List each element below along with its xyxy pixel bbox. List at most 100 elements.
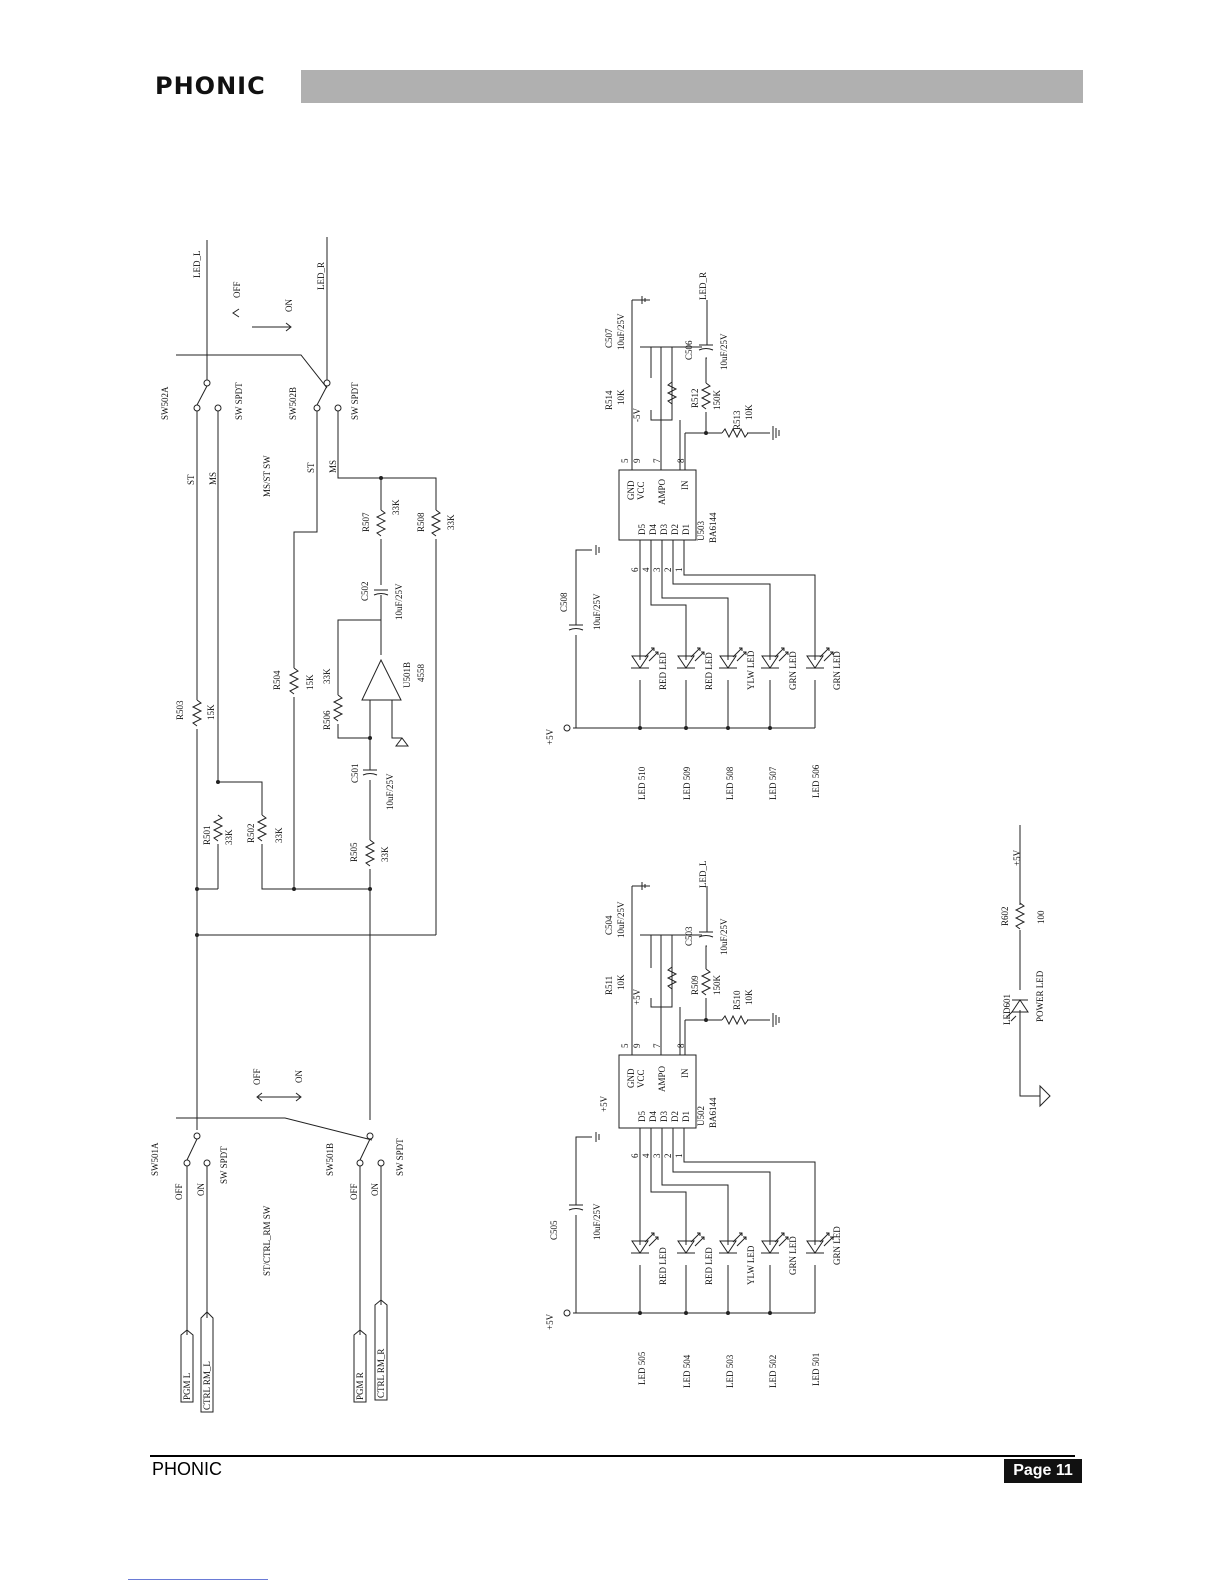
label-sw501a: SW501A	[150, 1142, 160, 1176]
label-plus5v-u502-top: +5V	[632, 988, 642, 1005]
label-led503: LED 503	[725, 1354, 735, 1388]
label-st-2: ST	[306, 462, 316, 473]
label-ctrl-rm-r: CTRL RM_R	[376, 1349, 386, 1398]
label-pin9-u502: 9	[632, 1043, 642, 1048]
label-r507: R507	[361, 512, 371, 532]
label-r507-val: 33K	[391, 499, 401, 515]
label-r504-val: 15K	[305, 674, 315, 690]
label-d3-u503: D3	[659, 524, 669, 535]
label-r503: R503	[175, 700, 185, 720]
label-ms-2: MS	[328, 460, 338, 473]
label-r506: R506	[322, 710, 332, 730]
label-pin5-u502: 5	[620, 1043, 630, 1048]
label-led505: LED 505	[637, 1351, 647, 1385]
label-led-r-net: LED_R	[698, 272, 708, 300]
label-r510-val: 10K	[744, 989, 754, 1005]
bottom-link-underline	[128, 1579, 268, 1580]
label-pgm-r: PGM R	[355, 1372, 365, 1400]
header-bar	[153, 70, 1083, 103]
logo-box	[153, 70, 301, 103]
label-grn-led-502: GRN LED	[788, 1236, 798, 1275]
label-pin2-u503: 2	[663, 568, 673, 573]
label-c508: C508	[559, 592, 569, 612]
meter-left	[563, 882, 834, 1317]
label-pin3-u503: 3	[652, 567, 662, 572]
label-off-top: OFF	[232, 281, 242, 298]
label-c502-val: 10uF/25V	[394, 583, 404, 620]
label-r501-val: 33K	[224, 829, 234, 845]
label-led501: LED 501	[811, 1353, 821, 1386]
label-ylw-led-508: YLW LED	[746, 650, 756, 690]
label-red-led-509: RED LED	[704, 652, 714, 690]
label-sw501a-off: OFF	[174, 1183, 184, 1200]
label-pin4-u502: 4	[641, 1153, 651, 1158]
label-r502-val: 33K	[274, 827, 284, 843]
footer-rule	[150, 1455, 1075, 1457]
label-plus5v-power: +5V	[1012, 849, 1022, 866]
label-pin6-u503: 6	[630, 567, 640, 572]
label-pin8-u503: 8	[676, 458, 686, 463]
label-r514: R514	[604, 390, 614, 410]
label-sw501b-on: ON	[370, 1183, 380, 1196]
label-d2-u502: D2	[670, 1111, 680, 1122]
schematic-labels: LED_L LED_R OFF ON SW502A SW SPDT SW502B…	[150, 251, 1046, 1411]
label-led507: LED 507	[768, 766, 778, 800]
label-r602-val: 100	[1036, 910, 1046, 924]
label-u503: U503	[696, 521, 706, 541]
label-r602: R602	[1000, 906, 1010, 926]
label-red-led-504: RED LED	[704, 1247, 714, 1285]
label-u502: U502	[696, 1106, 706, 1126]
label-plus5v-upper: +5V	[545, 728, 555, 745]
label-grn-led-507: GRN LED	[788, 651, 798, 690]
label-r501: R501	[202, 825, 212, 845]
label-power-led: POWER LED	[1035, 970, 1045, 1022]
label-grn-led-506: GRN LED	[832, 651, 842, 690]
label-r502: R502	[246, 823, 256, 843]
label-minus5v: -5V	[632, 408, 642, 422]
label-r511: R511	[604, 976, 614, 995]
label-ampo-u503: AMPO	[657, 478, 667, 505]
label-c505-val: 10uF/25V	[592, 1203, 602, 1240]
label-4558: 4558	[416, 664, 426, 683]
label-d1-u502: D1	[681, 1111, 691, 1122]
label-r506-val: 33K	[322, 668, 332, 684]
label-r505: R505	[349, 842, 359, 862]
label-c504: C504	[604, 915, 614, 935]
label-led508: LED 508	[725, 766, 735, 800]
label-led504: LED 504	[682, 1354, 692, 1388]
page-number: Page 11	[1004, 1459, 1082, 1483]
label-sw502a: SW502A	[160, 386, 170, 420]
label-d5-u502: D5	[637, 1111, 647, 1122]
label-r508-val: 33K	[446, 514, 456, 530]
label-in-u503: IN	[680, 480, 690, 490]
label-c501: C501	[350, 763, 360, 783]
label-led502: LED 502	[768, 1355, 778, 1388]
label-gnd-u502: GND	[626, 1068, 636, 1088]
label-c503-val: 10uF/25V	[719, 918, 729, 955]
label-st-1: ST	[186, 474, 196, 485]
label-r509: R509	[690, 975, 700, 995]
label-c505: C505	[549, 1220, 559, 1240]
label-st-ctrl-sw: ST/CTRL_RM SW	[262, 1205, 272, 1276]
label-r512-val: 150K	[712, 390, 722, 411]
meter-right	[563, 296, 834, 732]
label-r505-val: 33K	[380, 846, 390, 862]
label-ampo-u502: AMPO	[657, 1065, 667, 1092]
label-led506: LED 506	[811, 764, 821, 798]
label-ba6144-u503: BA6144	[708, 512, 718, 543]
label-r514-val: 10K	[616, 389, 626, 405]
label-pin5-u503: 5	[620, 458, 630, 463]
label-ylw-led-503: YLW LED	[746, 1245, 756, 1285]
label-in-u502: IN	[680, 1068, 690, 1078]
label-d4-u503: D4	[648, 524, 658, 535]
label-led509: LED 509	[682, 766, 692, 800]
label-pin7-u502: 7	[652, 1043, 662, 1048]
label-sw-spdt-d: SW SPDT	[395, 1138, 405, 1176]
label-sw501b-off: OFF	[349, 1183, 359, 1200]
label-pin1-u502: 1	[674, 1154, 684, 1159]
label-plus5v-u502-side: +5V	[599, 1095, 609, 1112]
label-u501b: U501B	[402, 662, 412, 688]
label-r509-val: 150K	[712, 975, 722, 996]
label-led-l: LED_L	[192, 251, 202, 279]
